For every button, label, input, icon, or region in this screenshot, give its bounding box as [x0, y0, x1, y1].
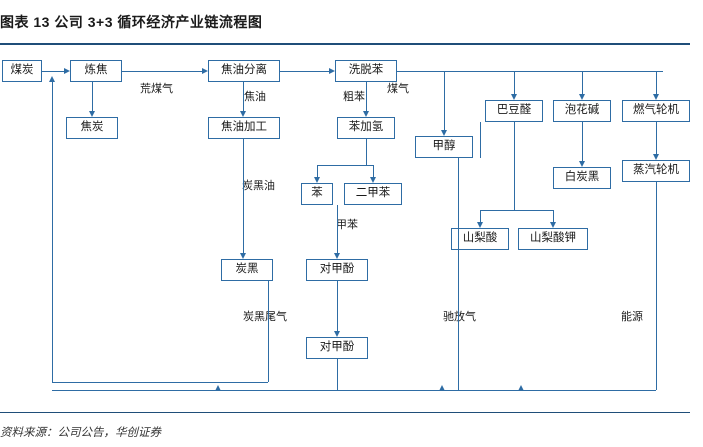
node-crotonaldehyde[interactable]: 巴豆醛 [485, 100, 543, 122]
edge-p-cresol-upper-to-lower [337, 281, 338, 331]
edge-crotonaldehyde-down [514, 122, 515, 210]
edge-to-sorbic-acid [480, 210, 481, 222]
edge-relax-gas-down [458, 158, 459, 390]
arrow-benzene-washing-to-hydrogenation [362, 111, 369, 117]
edge-tar-separation-to-tar-processing [243, 82, 244, 111]
edge-label-coal-gas: 煤气 [387, 83, 409, 95]
edge-gas-to-crotonaldehyde [514, 71, 515, 94]
edge-label-tar: 焦油 [244, 91, 266, 103]
arrow-to-sorbic-acid [476, 222, 483, 228]
edge-to-potassium-sorbate [553, 210, 554, 222]
arrow-gas-to-crotonaldehyde [510, 94, 517, 100]
node-methanol[interactable]: 甲醇 [415, 136, 473, 158]
arrow-to-potassium-sorbate [549, 222, 556, 228]
arrow-tar-processing-to-carbon-black [239, 253, 246, 259]
edge-label-toluene: 甲苯 [336, 219, 358, 231]
title-bar: 图表 13 公司 3+3 循环经济产业链流程图 [0, 6, 703, 45]
edge-label-relax-gas: 驰放气 [443, 311, 476, 323]
edge-label-crude-benzene: 粗苯 [343, 91, 365, 103]
arrow-gas-turbine-to-steam-turbine [652, 154, 659, 160]
node-tar-separation[interactable]: 焦油分离 [208, 60, 280, 82]
node-steam-turbine[interactable]: 蒸汽轮机 [622, 160, 690, 182]
edge-label-energy: 能源 [621, 311, 643, 323]
edge-energy-down [656, 182, 657, 390]
edge-label-carbon-black-tail-gas: 炭黑尾气 [243, 311, 287, 323]
edge-carbon-black-tailgas-down [268, 281, 269, 382]
edge-hydrogenation-down [366, 139, 367, 165]
edge-coking-to-tar-separation [122, 71, 202, 72]
edge-gas-turbine-to-steam-turbine [656, 122, 657, 154]
page-title: 图表 13 公司 3+3 循环经济产业链流程图 [0, 14, 263, 30]
edge-benzene-washing-gas-trunk [397, 71, 663, 72]
arrow-toluene-to-p-cresol [333, 253, 340, 259]
edge-sorbic-split [480, 210, 553, 211]
edge-sodium-silicate-to-white-carbon [582, 122, 583, 161]
arrow-recycle-to-coking [48, 76, 55, 82]
arrow-to-xylene [369, 177, 376, 183]
node-coke[interactable]: 焦炭 [66, 117, 118, 139]
arrow-tar-separation-to-tar-processing [239, 111, 246, 117]
node-p-cresol-lower[interactable]: 对甲酚 [306, 337, 368, 359]
node-coal[interactable]: 煤炭 [2, 60, 42, 82]
arrow-coal-to-coking [64, 67, 70, 74]
node-sodium-silicate[interactable]: 泡花碱 [553, 100, 611, 122]
arrow-gas-to-gas-turbine [652, 94, 659, 100]
arrow-gas-to-methanol [440, 130, 447, 136]
edge-gas-to-sodium-silicate [582, 71, 583, 94]
title-divider [0, 43, 690, 45]
edge-tar-processing-to-carbon-black [243, 139, 244, 253]
node-sorbic-acid[interactable]: 山梨酸 [451, 228, 509, 250]
arrow-p-cresol-upper-to-lower [333, 331, 340, 337]
node-benzene-washing[interactable]: 洗脱苯 [335, 60, 397, 82]
edge-p-cresol-lower-down [337, 359, 338, 390]
edge-toluene-to-p-cresol [337, 205, 338, 253]
arrow-recycle-mid-3 [517, 385, 524, 391]
edge-carbon-black-tailgas-return [52, 382, 268, 383]
edge-gas-to-gas-turbine [656, 71, 657, 94]
edge-label-carbon-black-oil: 炭黑油 [242, 180, 275, 192]
arrow-recycle-mid-1 [214, 385, 221, 391]
node-gas-turbine[interactable]: 燃气轮机 [622, 100, 690, 122]
footer-divider [0, 412, 690, 413]
recycle-trunk-left [52, 82, 53, 382]
arrow-coking-to-coke [88, 111, 95, 117]
edge-benzene-washing-to-hydrogenation [366, 82, 367, 111]
edge-label-raw-coal-gas: 荒煤气 [140, 83, 173, 95]
edge-energy-return [52, 390, 656, 391]
node-benzene-hydrogenation[interactable]: 苯加氢 [337, 117, 395, 139]
arrow-recycle-mid-2 [438, 385, 445, 391]
node-tar-processing[interactable]: 焦油加工 [208, 117, 280, 139]
edge-to-xylene [373, 165, 374, 177]
edge-hydrogenation-split [317, 165, 373, 166]
node-coking[interactable]: 炼焦 [70, 60, 122, 82]
source-note: 资料来源：公司公告，华创证券 [0, 427, 161, 439]
node-potassium-sorbate[interactable]: 山梨酸钾 [518, 228, 588, 250]
node-xylene[interactable]: 二甲苯 [344, 183, 402, 205]
node-white-carbon-black[interactable]: 白炭黑 [553, 167, 611, 189]
edge-coking-to-coke [92, 82, 93, 111]
arrow-gas-to-sodium-silicate [578, 94, 585, 100]
edge-to-benzene [317, 165, 318, 177]
arrow-tar-separation-to-benzene-washing [329, 67, 335, 74]
arrow-sodium-silicate-to-white-carbon [578, 161, 585, 167]
arrow-to-benzene [313, 177, 320, 183]
node-benzene[interactable]: 苯 [301, 183, 333, 205]
edge-tar-separation-to-benzene-washing [280, 71, 329, 72]
edge-methanol-crotonaldehyde-link [480, 122, 481, 158]
node-p-cresol-upper[interactable]: 对甲酚 [306, 259, 368, 281]
node-carbon-black[interactable]: 炭黑 [221, 259, 273, 281]
edge-gas-to-methanol [444, 71, 445, 130]
arrow-coking-to-tar-separation [202, 67, 208, 74]
edge-coal-to-coking [42, 71, 64, 72]
